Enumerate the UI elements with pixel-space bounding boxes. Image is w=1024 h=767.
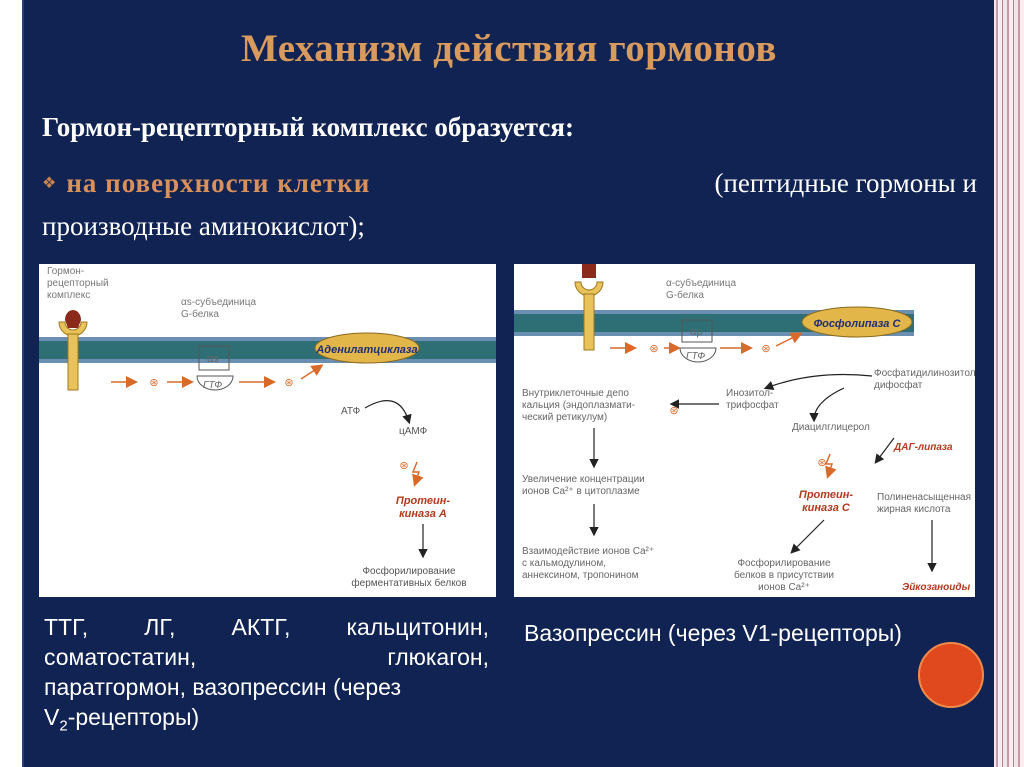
ca-interaction-label: Взаимодействие ионов Ca²⁺ [522, 546, 654, 557]
pip2-label-2: дифосфат [874, 379, 923, 391]
ip3-label: Инозитол- [726, 388, 773, 399]
label-alpha-subunit: αs-субъединица [181, 296, 256, 308]
ip3-label-2: трифосфат [726, 399, 779, 411]
caption-left-line-2: соматостатин, глюкагон, [44, 644, 489, 670]
depot-label: Внутриклеточные депо [522, 388, 629, 399]
caption-left: ТТГ, ЛГ, АКТГ, кальцитонин, соматостатин… [44, 612, 489, 742]
arrow-icon [809, 387, 845, 423]
activation-star-icon: ⊛ [761, 343, 770, 355]
bullet-accent: на поверхности клетки [66, 168, 371, 198]
depot-label-2: кальция (эндоплазмати- [522, 400, 635, 411]
ca-interaction-label-3: аннексином, тропонином [522, 570, 639, 581]
decorative-circle-icon [918, 642, 984, 708]
pufa-label: Полиненасыщенная [877, 492, 971, 503]
depot-label-3: ческий ретикулум) [522, 412, 607, 423]
phosphorylation-label: Фосфорилирование [737, 557, 831, 569]
eicosanoids-label: Эйкозаноиды [902, 582, 971, 593]
g-protein-icon: αp ГТФ [679, 319, 717, 363]
pip2-label: Фосфатидилинозитол- [874, 367, 975, 379]
diagram-phospholipase-c: α-субъединица G-белка αp ГТФ Фосфолипаза… [514, 264, 979, 597]
enzyme-label: Аденилатциклаза [315, 344, 417, 356]
protein-kinase-a-label: Протеин- [396, 495, 450, 507]
arrow-icon [790, 519, 825, 554]
arrow-icon [411, 461, 424, 487]
diamond-bullet-icon: ❖ [42, 175, 57, 192]
phosphorylation-label-3: ионов Ca²⁺ [758, 582, 810, 593]
enzyme-label: Фосфолипаза С [814, 318, 902, 330]
activation-star-icon: ⊛ [649, 343, 658, 355]
gtp-label: ГТФ [203, 380, 222, 391]
caption-left-line-4: V2-рецепторы) [44, 704, 200, 735]
ca-interaction-label-2: с кальмодулином, [522, 558, 606, 569]
label-complex: Гормон- [47, 266, 84, 277]
activation-star-icon: ⊛ [817, 457, 826, 469]
alpha-box-label: αs [207, 353, 219, 365]
atp-label: АТФ [341, 406, 361, 417]
arrow-icon [874, 437, 895, 464]
ca-increase-label: Увеличение концентрации [522, 474, 645, 485]
caption-left-line-3: паратгормон, вазопрессин (через [44, 674, 402, 700]
hormone-icon [65, 310, 81, 328]
cell-membrane [39, 337, 496, 363]
label-g-protein: G-белка [181, 308, 219, 320]
protein-kinase-c-label-2: киназа С [802, 502, 851, 514]
hormone-icon [582, 264, 596, 278]
bullet-rest: (пептидные гормоны и [714, 168, 977, 198]
activation-star-icon: ⊛ [669, 405, 678, 417]
label-alpha-subunit: α-субъединица [666, 277, 736, 289]
subtitle: Гормон-рецепторный комплекс образуется: [42, 112, 574, 142]
enzyme-adenylate-cyclase: Аденилатциклаза [314, 332, 420, 364]
protein-kinase-a-label-2: киназа А [399, 508, 447, 520]
g-protein-icon: αs ГТФ [196, 345, 234, 391]
camp-label: цАМФ [399, 426, 428, 437]
arrow-icon [364, 400, 412, 425]
arrow-icon [763, 373, 873, 390]
label-complex-2: рецепторный [47, 278, 109, 289]
dag-label: Диацилглицерол [792, 422, 870, 433]
label-complex-3: комплекс [47, 290, 90, 301]
ca-increase-label-2: ионов Ca²⁺ в цитоплазме [522, 486, 640, 497]
receptor-icon [574, 264, 604, 351]
caption-right: Вазопрессин (через V1-рецепторы) [524, 620, 902, 646]
bullet-item: ❖ на поверхности клетки (пептидные гормон… [42, 162, 977, 247]
label-g-protein: G-белка [666, 289, 704, 301]
diagram-1-svg: Гормон- рецепторный комплекс αs-субъедин… [39, 266, 496, 589]
caption-left-line-1: ТТГ, ЛГ, АКТГ, кальцитонин, [44, 614, 489, 640]
protein-kinase-c-label: Протеин- [799, 489, 853, 501]
arrow-icon [775, 332, 803, 347]
bullet-line-1: ❖ на поверхности клетки (пептидные гормон… [42, 162, 977, 205]
activation-star-icon: ⊛ [149, 377, 158, 389]
pufa-label-2: жирная кислота [877, 504, 951, 515]
alpha-box-label: αp [690, 326, 702, 338]
slide: Механизм действия гормонов Гормон-рецепт… [22, 0, 994, 767]
enzyme-phospholipase-c: Фосфолипаза С [801, 306, 913, 338]
phosphorylation-label: Фосфорилирование [362, 565, 456, 577]
receptor-icon [58, 321, 88, 391]
bullet-line-2: производные аминокислот); [42, 211, 365, 241]
activation-star-icon: ⊛ [399, 460, 408, 472]
phosphorylation-label-2: ферментативных белков [351, 577, 466, 589]
arrow-icon [300, 364, 324, 380]
activation-star-icon: ⊛ [284, 377, 293, 389]
diagram-adenylate-cyclase: Гормон- рецепторный комплекс αs-субъедин… [39, 264, 496, 597]
gtp-label: ГТФ [686, 351, 705, 362]
slide-title: Механизм действия гормонов [241, 27, 777, 70]
decorative-stripes [992, 0, 1024, 767]
diagram-2-svg: α-субъединица G-белка αp ГТФ Фосфолипаза… [514, 264, 979, 593]
phosphorylation-label-2: белков в присутствии [734, 569, 834, 581]
dag-lipase-label: ДАГ-липаза [893, 442, 953, 453]
arrow-icon [824, 453, 837, 479]
